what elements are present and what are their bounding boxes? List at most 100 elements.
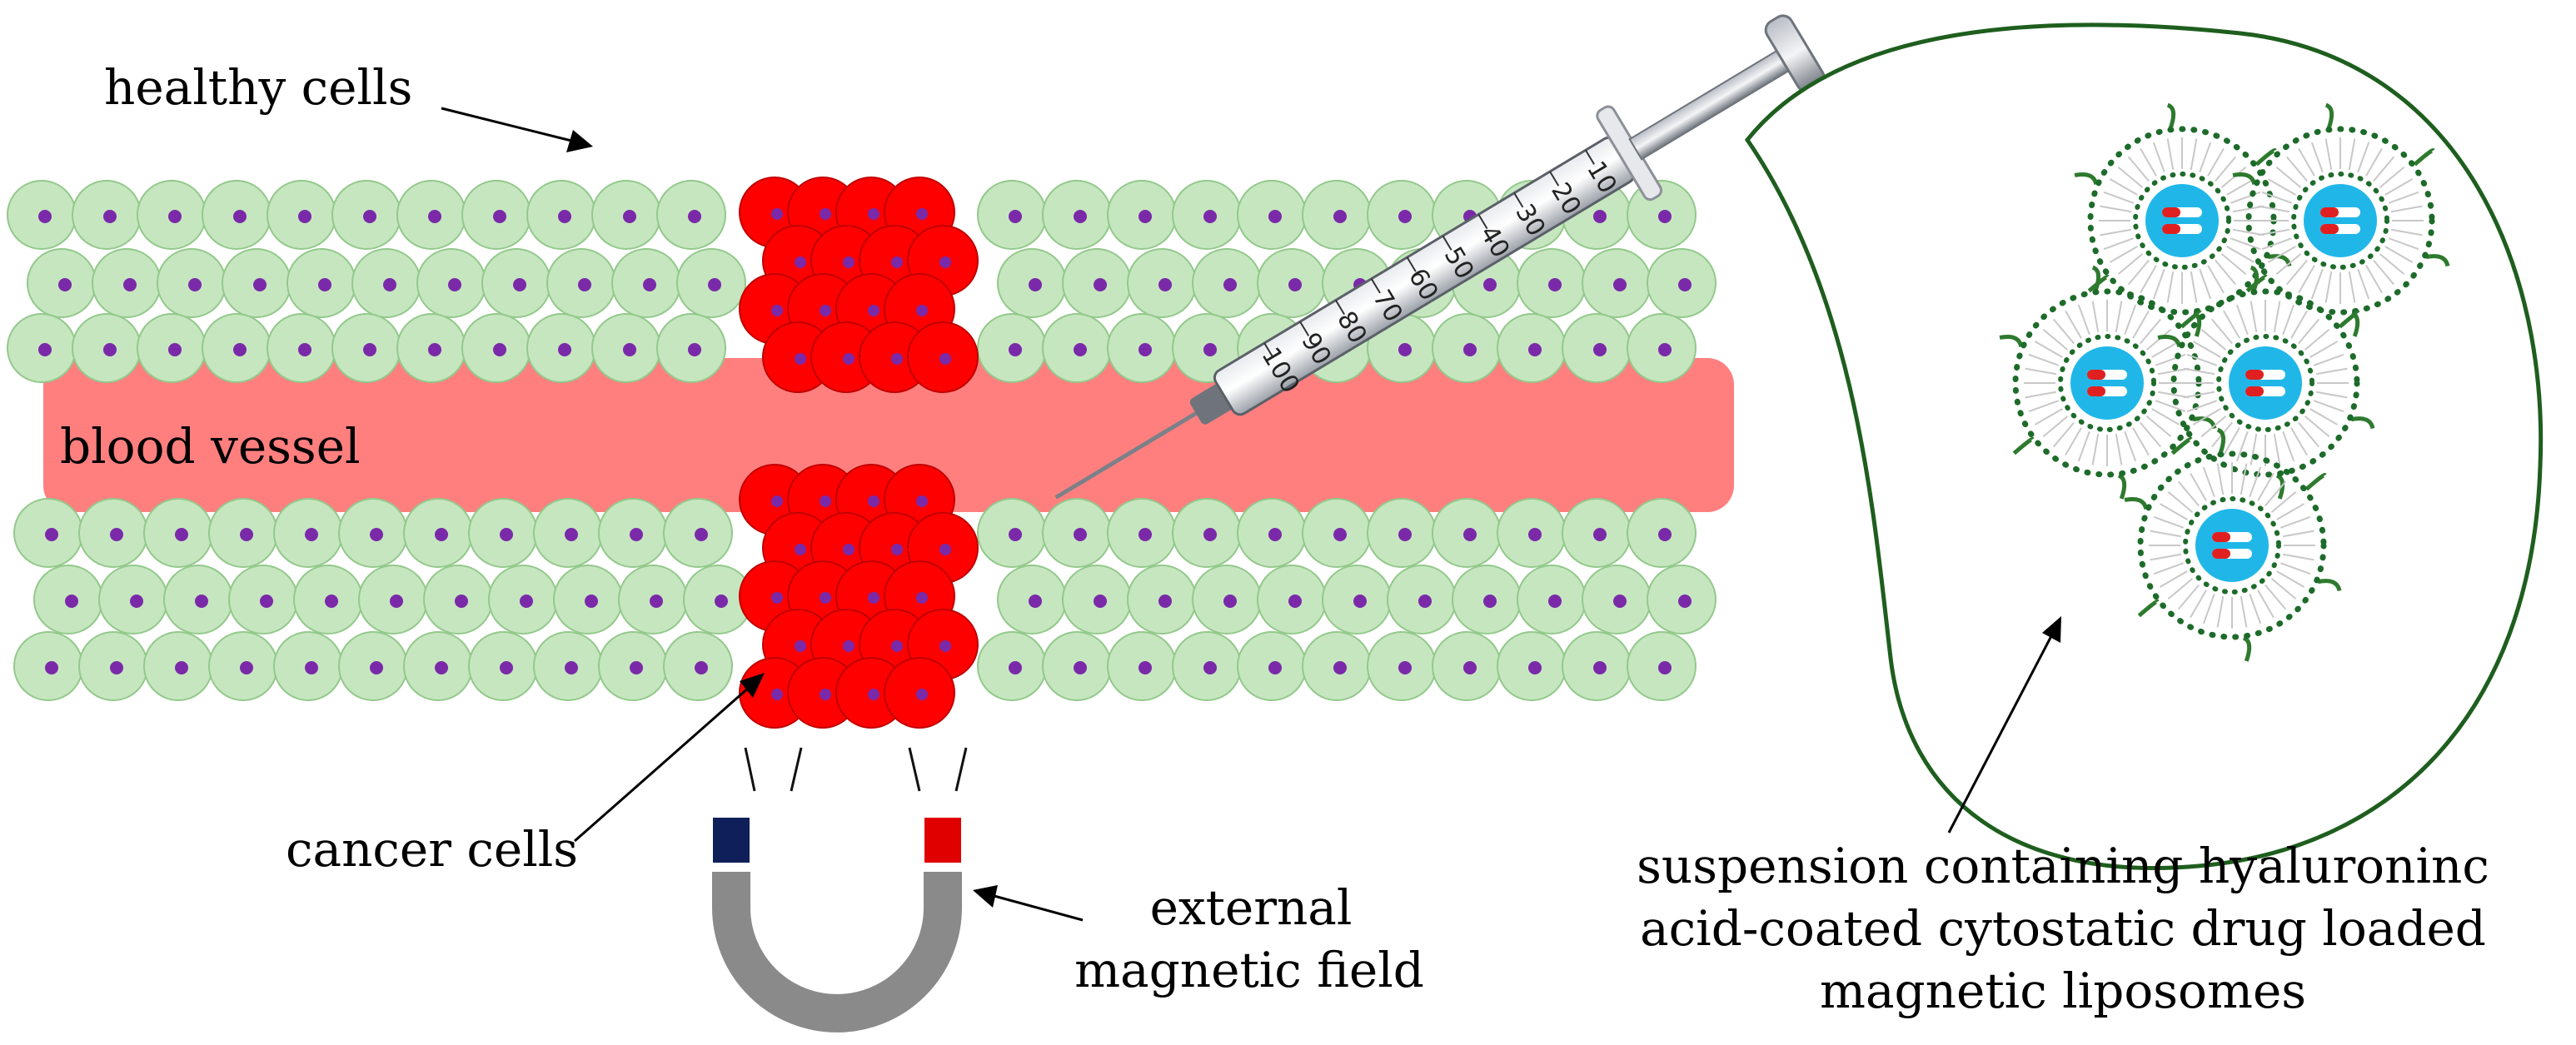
healthy-cell [33, 565, 103, 634]
inner-membrane [2058, 334, 2156, 432]
inner-membrane [2291, 172, 2389, 270]
label-blood-vessel: blood vessel [60, 418, 361, 475]
lipid-tail [2192, 341, 2221, 358]
lipid-tail [2177, 480, 2200, 507]
lipid-tail [2309, 408, 2339, 425]
outer-membrane [2137, 450, 2327, 640]
lipid-tail [2261, 237, 2293, 251]
nanoparticle-pole [2212, 549, 2230, 559]
hyaluronic-chain [2087, 274, 2110, 293]
lipid-tail [2290, 427, 2308, 456]
aqueous-core [2229, 346, 2302, 420]
hyaluronic-chain [2242, 635, 2252, 662]
healthy-cell [1107, 631, 1177, 701]
arrowhead [2042, 616, 2061, 643]
healthy-cell [1627, 631, 1697, 701]
healthy-cell [72, 180, 142, 250]
healthy-cell [591, 180, 661, 250]
label-healthy-cells: healthy cells [104, 59, 412, 116]
healthy-cell [1497, 631, 1567, 701]
lipid-tail [2216, 463, 2225, 495]
lipid-tail [2282, 553, 2314, 561]
liposome-icon [2232, 102, 2450, 337]
healthy-cell [1432, 498, 1502, 568]
healthy-cell [977, 631, 1047, 701]
lipid-tail [2265, 584, 2287, 610]
hyaluronic-chain [2166, 102, 2176, 129]
lipid-tail [2124, 430, 2137, 462]
lipid-tail [2052, 421, 2075, 448]
nanoparticle-pole [2162, 224, 2180, 234]
lipid-tail [2384, 178, 2414, 196]
hyaluronic-chain [2324, 102, 2334, 129]
lipid-tail [2379, 166, 2405, 188]
healthy-cell [1562, 631, 1632, 701]
inner-membrane [2183, 496, 2281, 595]
healthy-cell [598, 631, 668, 701]
lipid-tail [2258, 228, 2290, 236]
lipid-tail [2313, 400, 2344, 413]
lipid-tail [2152, 142, 2165, 173]
healthy-cell [1237, 180, 1307, 250]
healthy-cell [1192, 565, 1262, 634]
lipid-tail [2282, 530, 2314, 538]
nanoparticle-pole [2245, 386, 2264, 396]
lipid-tail [2199, 142, 2212, 173]
lipid-tail [2313, 353, 2344, 366]
lipid-tail [2249, 466, 2262, 498]
lipid-tail [2132, 427, 2150, 456]
lipid-tail [2215, 259, 2237, 286]
lipid-tail [2365, 265, 2383, 294]
lipid-tail [2285, 259, 2308, 286]
arrows [441, 107, 2061, 922]
healthy-cell [1302, 180, 1372, 250]
lipid-tail [2117, 166, 2144, 188]
lipid-tail [2103, 191, 2135, 204]
lipid-tail [2167, 490, 2194, 513]
label-suspension-line-2: acid-coated cytostatic drug loaded [1640, 900, 2486, 957]
healthy-cell [416, 248, 486, 318]
healthy-cell [468, 631, 538, 701]
cancer-cluster-upper [739, 177, 979, 393]
healthy-cell [1107, 313, 1177, 383]
healthy-cell [202, 180, 272, 250]
lipid-tail [2220, 166, 2247, 188]
cancer-cell [884, 657, 955, 729]
hyaluronic-chain [2304, 473, 2328, 491]
healthy-cell [1432, 631, 1502, 701]
lipid-tail [2275, 253, 2302, 276]
lipid-tail [2166, 138, 2175, 171]
healthy-cell [1517, 248, 1587, 318]
healthy-cell [7, 180, 77, 250]
healthy-cell [598, 498, 668, 568]
lipid-tail [2298, 421, 2320, 448]
healthy-cell [656, 180, 726, 250]
lipid-tail [2042, 416, 2069, 438]
outer-membrane [2245, 126, 2435, 316]
healthy-cell [488, 565, 558, 634]
arrow-magnetic-field [990, 893, 1084, 922]
label-suspension-line-1: suspension containing hyaluroninc [1637, 838, 2489, 894]
lipid-tail [2390, 205, 2423, 213]
lipid-tail [2034, 408, 2063, 425]
lipid-tail [2290, 310, 2308, 339]
healthy-cell [1237, 631, 1307, 701]
healthy-cell [403, 498, 473, 568]
healthy-cell [468, 498, 538, 568]
cancer-cluster-lower [739, 464, 979, 729]
healthy-cell [683, 565, 753, 634]
lipid-tail [2216, 595, 2225, 628]
field-line [744, 747, 756, 792]
lipid-tail [2357, 142, 2370, 173]
healthy-cell [208, 631, 278, 701]
healthy-tissue-lower [13, 498, 1717, 701]
lipid-tail [2127, 259, 2150, 286]
lipid-tail [2117, 253, 2144, 276]
magnet-left-pole [713, 818, 750, 863]
lipid-tail [2315, 367, 2348, 376]
healthy-cell [526, 313, 596, 383]
lipid-tail [2261, 191, 2293, 204]
healthy-cell [267, 313, 336, 383]
hyaluronic-chain [2137, 599, 2160, 618]
lipid-tail [2167, 578, 2194, 600]
